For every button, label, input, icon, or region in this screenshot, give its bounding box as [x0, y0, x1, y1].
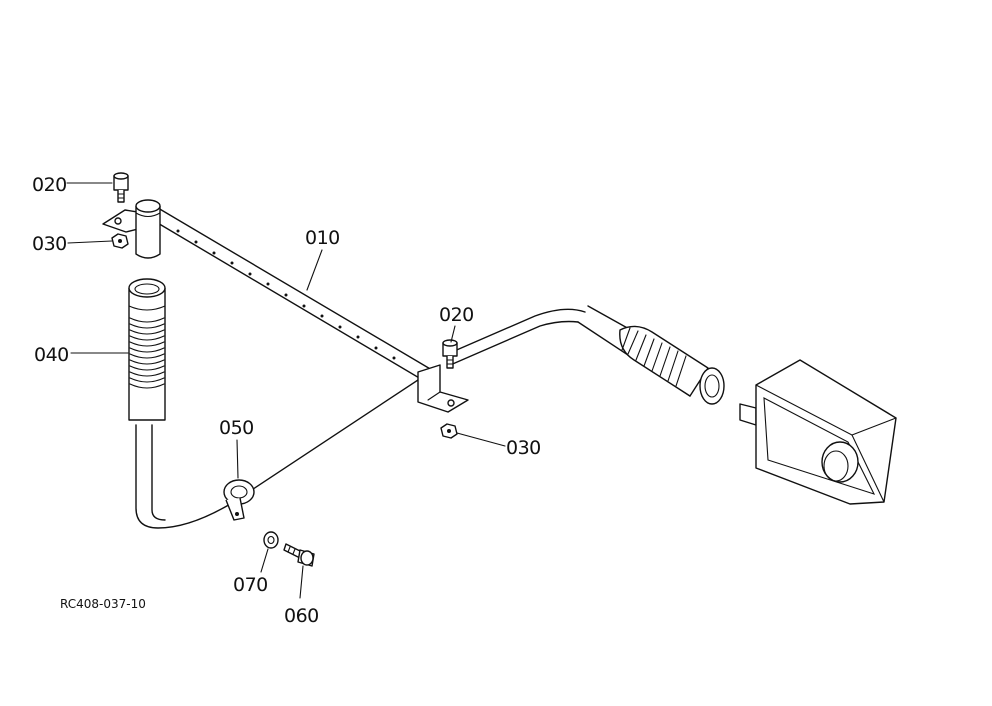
label-040: 040 — [34, 344, 69, 366]
washer-070 — [263, 531, 279, 549]
label-060: 060 — [284, 605, 319, 627]
hose-040 — [128, 278, 166, 421]
leader-lines — [66, 182, 506, 599]
label-010: 010 — [305, 227, 340, 249]
right-hose — [577, 305, 725, 405]
nut-030-left — [111, 233, 129, 249]
machine-box — [739, 359, 897, 505]
bolt-020-left — [113, 172, 129, 203]
label-030-right: 030 — [506, 437, 541, 459]
label-020-right: 020 — [439, 304, 474, 326]
left-fitting — [102, 199, 161, 259]
bolt-060 — [283, 543, 315, 567]
pipe-010 — [155, 207, 433, 383]
right-bracket — [417, 364, 469, 413]
clamp-050 — [223, 479, 255, 521]
nut-030-right — [440, 423, 458, 439]
label-050: 050 — [219, 417, 254, 439]
bolt-020-right — [442, 339, 458, 369]
label-070: 070 — [233, 574, 268, 596]
reference-code: RC408-037-10 — [60, 597, 146, 611]
hose-line — [135, 308, 586, 529]
label-030-left: 030 — [32, 233, 67, 255]
label-020-left: 020 — [32, 174, 67, 196]
